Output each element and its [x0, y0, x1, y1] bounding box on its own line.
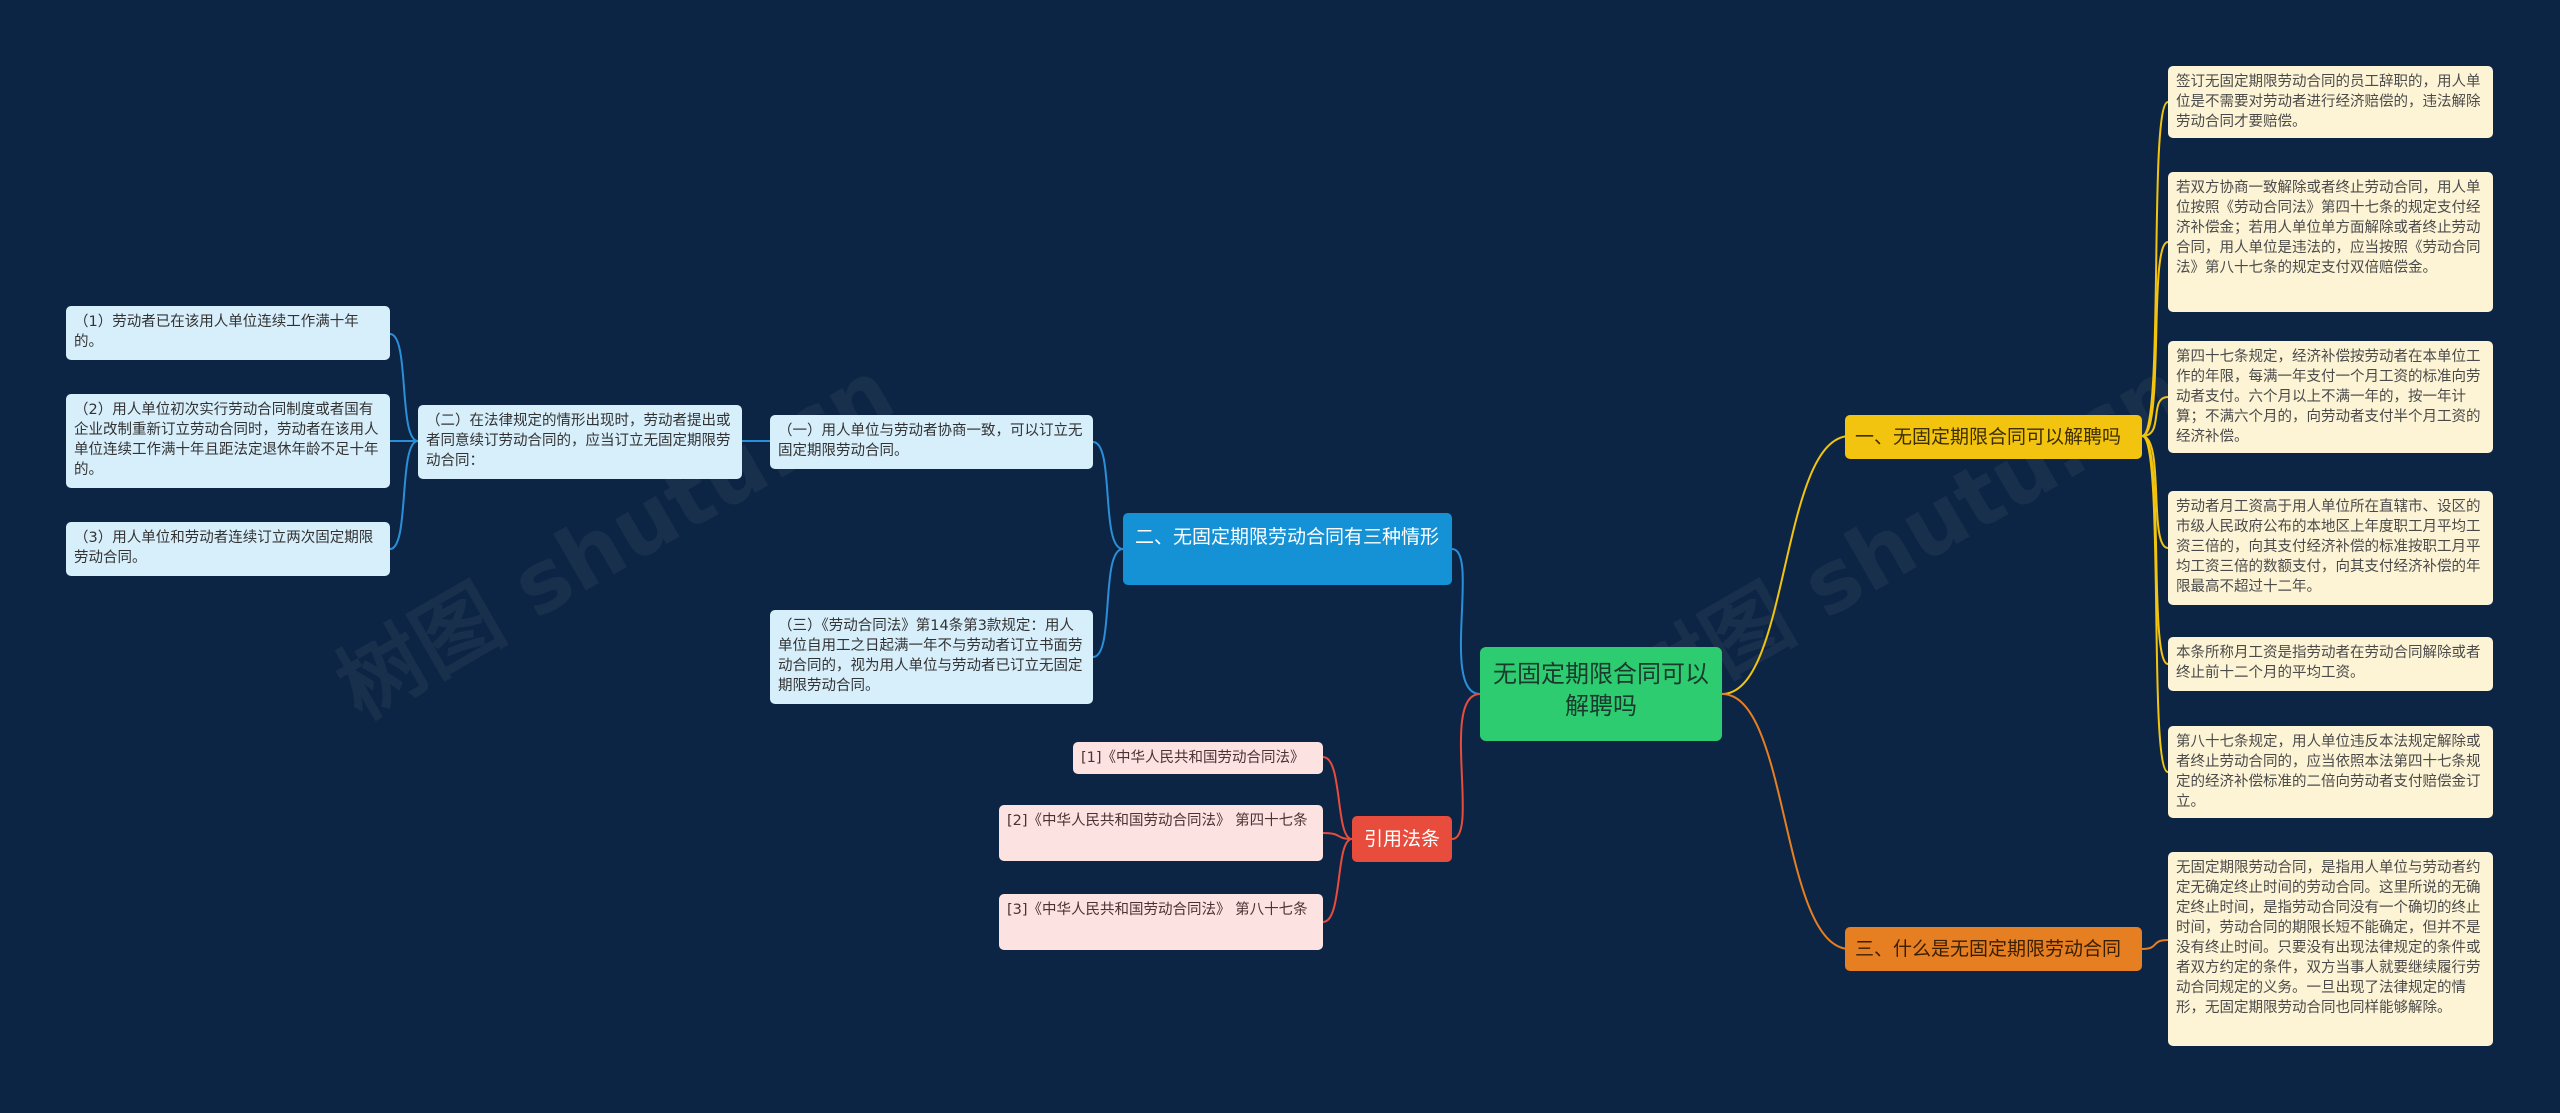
- item-legal-circumstances[interactable]: （二）在法律规定的情形出现时，劳动者提出或者同意续订劳动合同的，应当订立无固定期…: [418, 405, 742, 479]
- links-item2-subs: [389, 333, 419, 550]
- branch-can-dismiss[interactable]: 一、无固定期限合同可以解聘吗: [1845, 415, 2142, 459]
- leaf-resignation-no-compensation[interactable]: 签订无固定期限劳动合同的员工辞职的，用人单位是不需要对劳动者进行经济赔偿的，违法…: [2168, 66, 2493, 138]
- leaf-monthly-wage-definition[interactable]: 本条所称月工资是指劳动者在劳动合同解除或者终止前十二个月的平均工资。: [2168, 637, 2493, 691]
- link-root-branch2: [1451, 548, 1481, 695]
- branch-what-is-open-contract[interactable]: 三、什么是无固定期限劳动合同: [1845, 927, 2142, 971]
- links-refs-leaves: [1322, 756, 1353, 923]
- sub-initial-implementation[interactable]: （2）用人单位初次实行劳动合同制度或者国有企业改制重新订立劳动合同时，劳动者在该…: [66, 394, 390, 488]
- leaf-open-contract-definition[interactable]: 无固定期限劳动合同，是指用人单位与劳动者约定无确定终止时间的劳动合同。这里所说的…: [2168, 852, 2493, 1046]
- link-root-branch1: [1721, 435, 1851, 695]
- ref-article-47[interactable]: [2]《中华人民共和国劳动合同法》 第四十七条: [999, 805, 1323, 861]
- root-topic[interactable]: 无固定期限合同可以解聘吗: [1480, 647, 1722, 741]
- link-root-branch3: [1721, 693, 1851, 950]
- sub-two-fixed-term[interactable]: （3）用人单位和劳动者连续订立两次固定期限劳动合同。: [66, 522, 390, 576]
- links-branch1-leaves: [2141, 101, 2169, 773]
- ref-labor-contract-law[interactable]: [1]《中华人民共和国劳动合同法》: [1073, 742, 1323, 774]
- sub-ten-years-service[interactable]: （1）劳动者已在该用人单位连续工作满十年的。: [66, 306, 390, 360]
- branch-cited-laws[interactable]: 引用法条: [1352, 816, 1452, 862]
- branch-three-situations[interactable]: 二、无固定期限劳动合同有三种情形: [1123, 513, 1452, 585]
- item-mutual-agreement[interactable]: （一）用人单位与劳动者协商一致，可以订立无固定期限劳动合同。: [770, 415, 1093, 469]
- item-article-14[interactable]: （三）《劳动合同法》第14条第3款规定：用人单位自用工之日起满一年不与劳动者订立…: [770, 610, 1093, 704]
- link-branch3-leaf: [2141, 939, 2169, 950]
- link-root-refs: [1451, 693, 1481, 840]
- leaf-agreement-compensation[interactable]: 若双方协商一致解除或者终止劳动合同，用人单位按照《劳动合同法》第四十七条的规定支…: [2168, 172, 2493, 312]
- leaf-high-salary-cap[interactable]: 劳动者月工资高于用人单位所在直辖市、设区的市级人民政府公布的本地区上年度职工月平…: [2168, 491, 2493, 605]
- ref-article-87[interactable]: [3]《中华人民共和国劳动合同法》 第八十七条: [999, 894, 1323, 950]
- leaf-article-87[interactable]: 第八十七条规定，用人单位违反本法规定解除或者终止劳动合同的，应当依照本法第四十七…: [2168, 726, 2493, 818]
- leaf-article-47[interactable]: 第四十七条规定，经济补偿按劳动者在本单位工作的年限，每满一年支付一个月工资的标准…: [2168, 341, 2493, 453]
